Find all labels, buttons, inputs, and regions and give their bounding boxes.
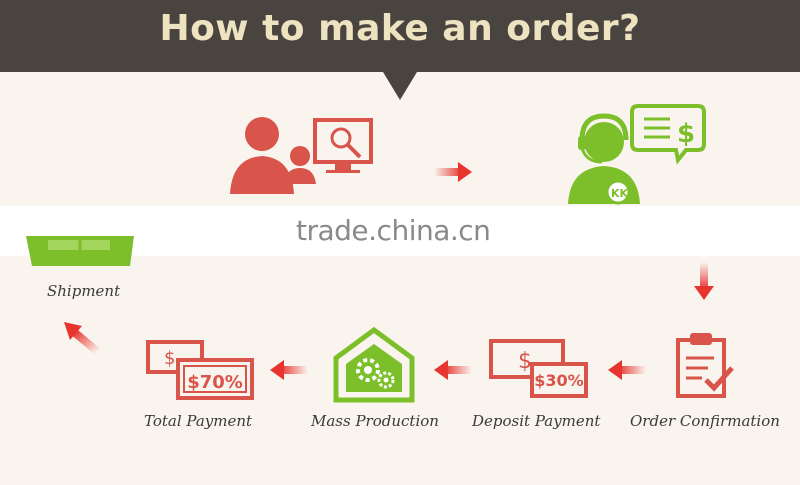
arrow-right-icon (434, 162, 472, 182)
watermark-band (0, 206, 800, 256)
total-amount: $70% (187, 372, 243, 393)
svg-text:$: $ (164, 348, 175, 369)
arrow-down-icon (694, 262, 714, 300)
arrow-left-icon (270, 360, 308, 380)
svg-text:$: $ (677, 119, 695, 149)
deposit-payment-icon: $ $30% (489, 339, 588, 398)
factory-gear-icon (333, 326, 415, 403)
clipboard-check-icon (676, 333, 734, 398)
step-label-shipment: Shipment (47, 282, 121, 300)
svg-text:KK: KK (611, 187, 629, 200)
svg-text:$: $ (518, 349, 532, 374)
customer-computer-icon (230, 117, 373, 194)
header-pointer (383, 72, 417, 100)
shipment-truck-icon (26, 236, 134, 266)
arrow-left-icon (608, 360, 646, 380)
header-banner: How to make an order? (0, 0, 800, 72)
step-label-total-payment: Total Payment (144, 412, 253, 430)
total-payment-icon: $ $70% (146, 340, 254, 400)
arrow-left-icon (434, 360, 472, 380)
page-title: How to make an order? (159, 8, 641, 49)
customer-service-icon: $ KK (568, 104, 706, 205)
deposit-amount: $30% (534, 371, 583, 390)
arrow-up-left-icon (64, 322, 101, 356)
watermark-text: trade.china.cn (296, 214, 491, 247)
step-label-deposit-payment: Deposit Payment (472, 412, 601, 430)
step-label-mass-production: Mass Production (311, 412, 439, 430)
step-label-order-confirmation: Order Confirmation (630, 412, 780, 430)
